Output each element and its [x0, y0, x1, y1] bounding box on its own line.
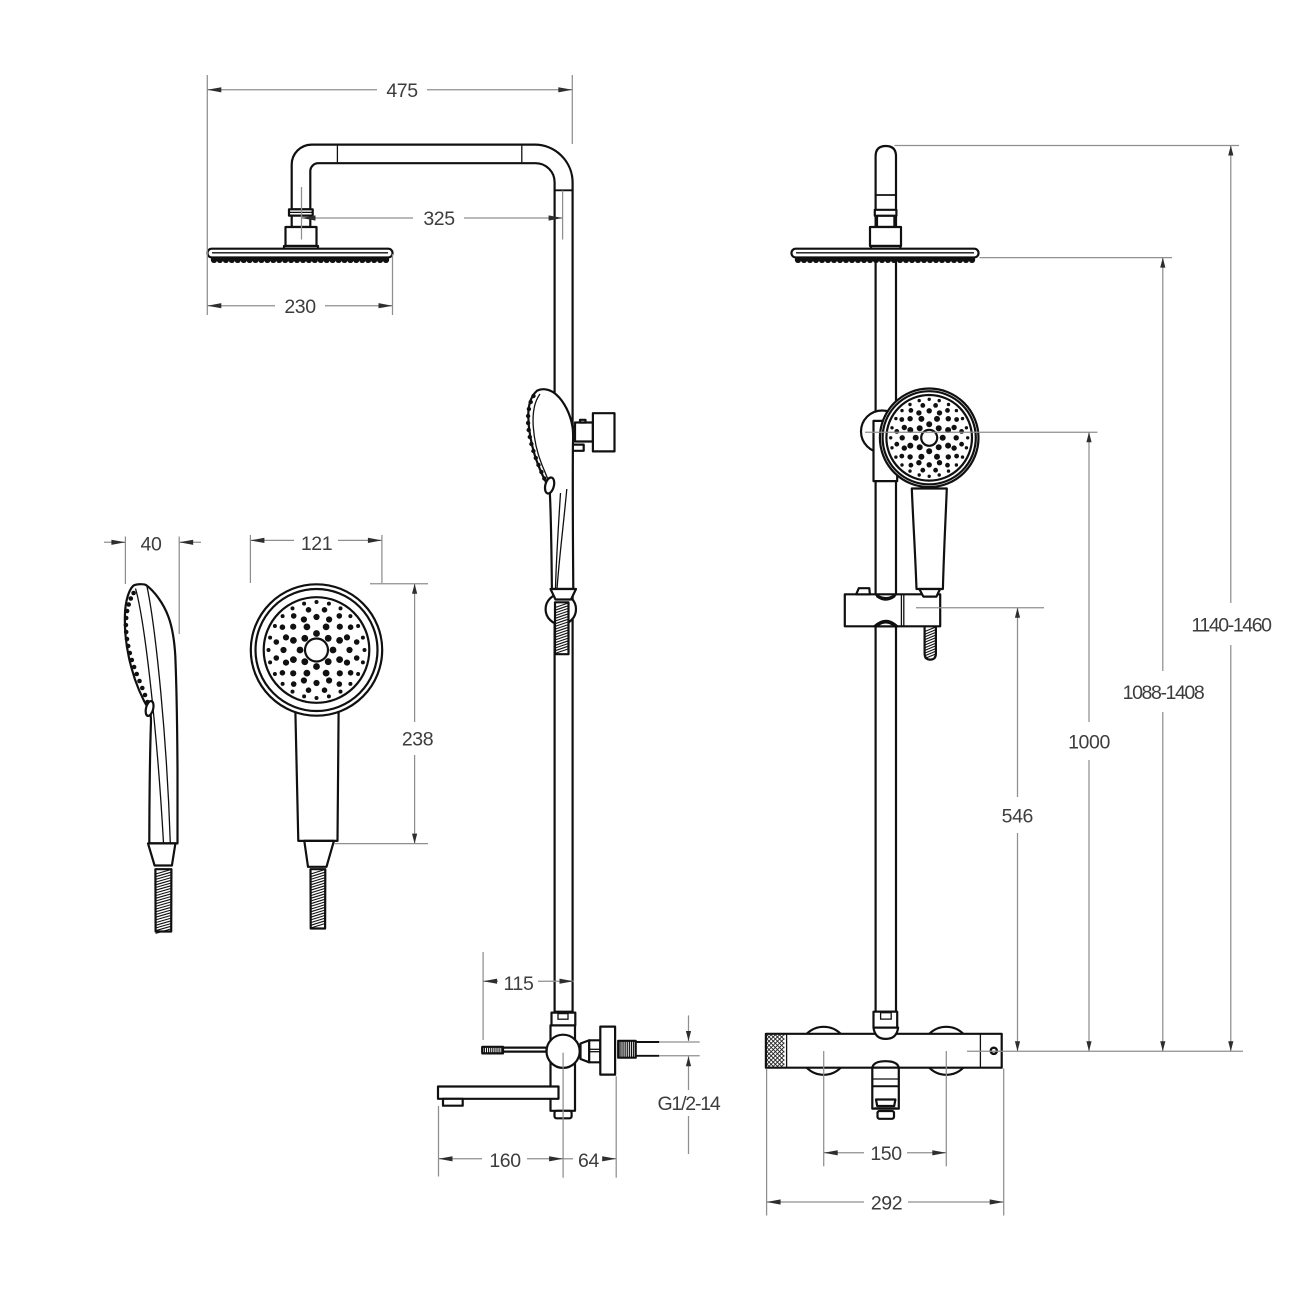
svg-text:1000: 1000: [1068, 732, 1110, 754]
svg-text:150: 150: [870, 1143, 902, 1165]
svg-text:G1/2-14: G1/2-14: [657, 1093, 720, 1115]
svg-text:230: 230: [284, 296, 316, 318]
svg-text:64: 64: [578, 1150, 599, 1172]
svg-text:1140-1460: 1140-1460: [1191, 615, 1272, 637]
svg-text:121: 121: [301, 533, 332, 555]
svg-text:160: 160: [489, 1150, 521, 1172]
svg-text:1088-1408: 1088-1408: [1123, 682, 1204, 704]
svg-text:40: 40: [141, 534, 162, 556]
svg-text:292: 292: [871, 1192, 902, 1214]
svg-text:115: 115: [504, 973, 534, 995]
svg-text:325: 325: [423, 208, 455, 230]
svg-text:475: 475: [386, 80, 418, 102]
svg-text:238: 238: [402, 729, 433, 751]
svg-text:546: 546: [1002, 805, 1033, 827]
